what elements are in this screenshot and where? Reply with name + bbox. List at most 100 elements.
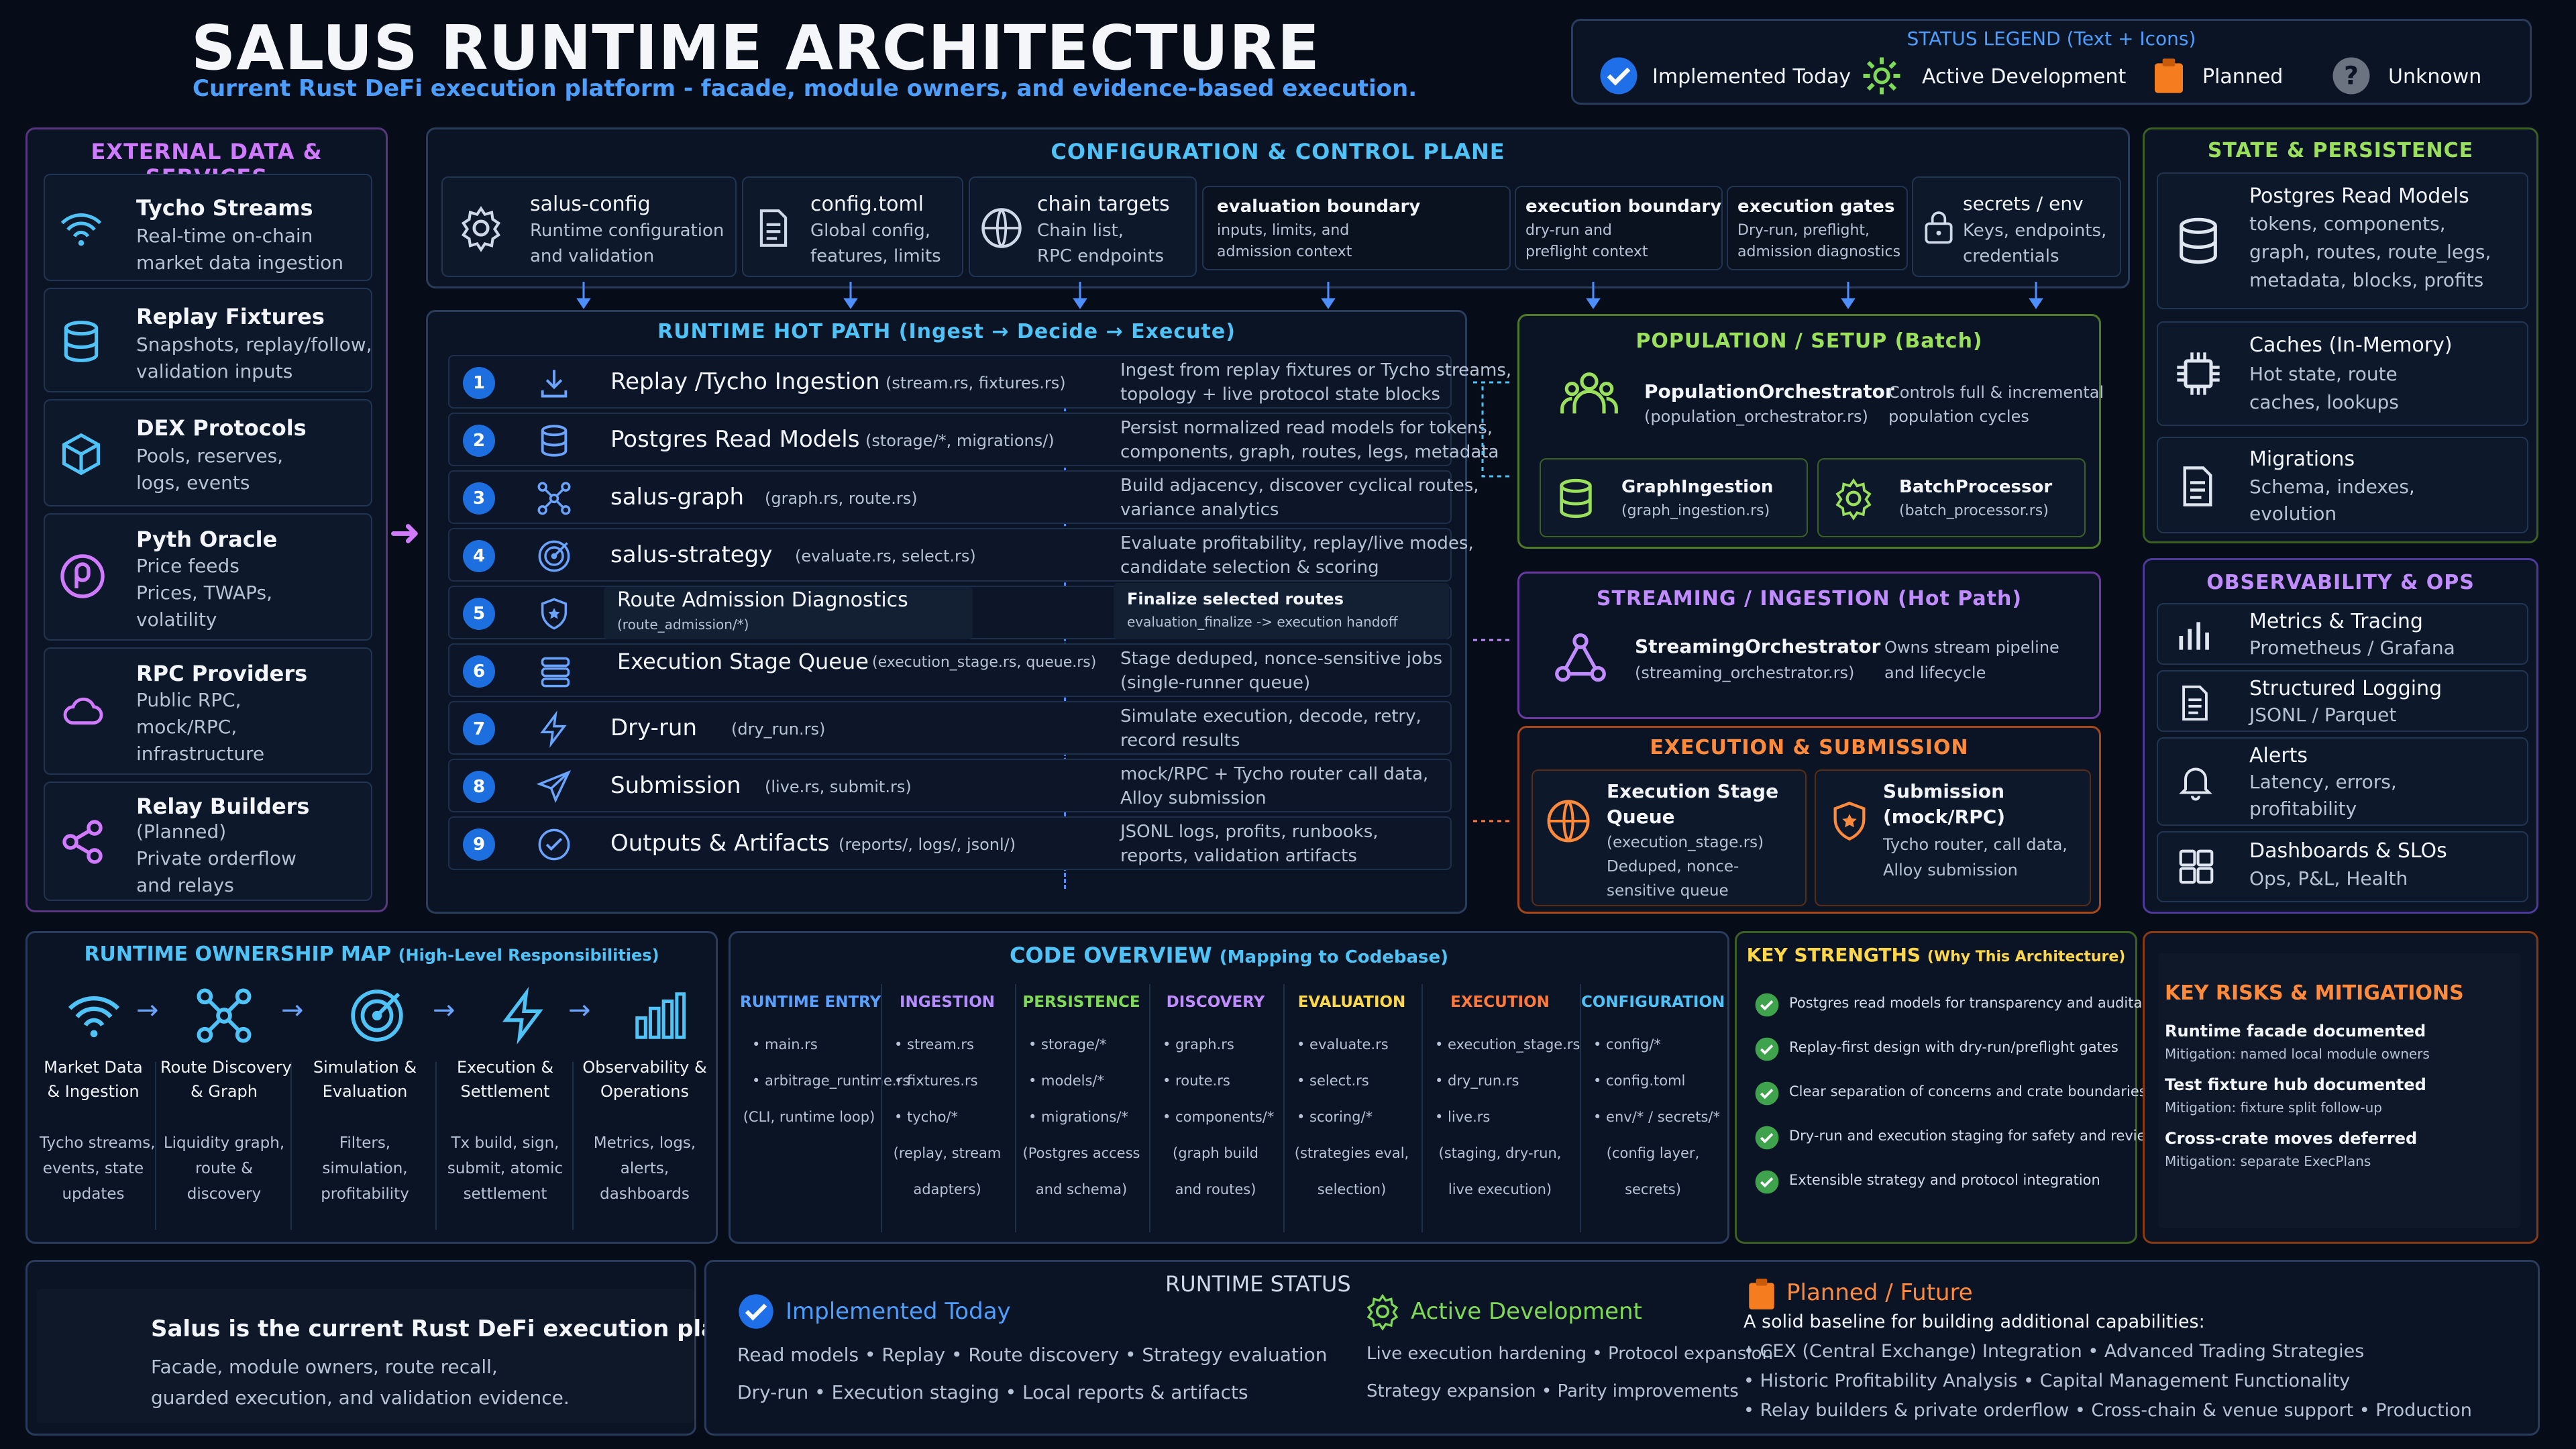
lock-icon [1920,205,1957,249]
external-item-desc: Pools, reserves, [136,445,284,467]
population-desc: population cycles [1888,407,2029,426]
ownership-panel: RUNTIME OWNERSHIP MAP (High-Level Respon… [25,931,718,1244]
bar-chart-icon [2174,615,2216,657]
external-item-name: Tycho Streams [136,195,313,221]
state-item-desc: tokens, components, [2249,213,2446,235]
arrow-right-icon: → [568,995,591,1026]
clipboard-icon [1745,1275,1778,1313]
hotpath-step: 9 Outputs & Artifacts (reports/, logs/, … [448,816,1452,870]
graph-ingestion-file: (graph_ingestion.rs) [1621,502,1770,519]
code-title-main: CODE OVERVIEW [1009,943,1212,968]
streaming-desc: Owns stream pipeline [1884,638,2059,657]
submission-card: Submission (mock/RPC) Tycho router, call… [1815,769,2091,906]
legend-implemented: Implemented Today [1652,65,1851,89]
step-files: (live.rs, submit.rs) [765,777,912,796]
lightning-icon [537,710,572,748]
code-column-line: • stream.rs [894,1036,974,1053]
page-title: SALUS RUNTIME ARCHITECTURE [191,12,1320,84]
ownership-title-main: RUNTIME OWNERSHIP MAP [84,943,392,966]
globe-icon [979,206,1024,250]
code-column-line: • main.rs [752,1036,818,1053]
step-files: (dry_run.rs) [731,720,826,739]
code-column-line: • arbitrage_runtime.rs [752,1073,910,1089]
step-files: (evaluate.rs, select.rs) [795,547,976,566]
obs-item: Metrics & Tracing Prometheus / Grafana [2157,603,2528,665]
step-desc: record results [1120,731,1240,751]
risks-panel: KEY RISKS & MITIGATIONS Runtime facade d… [2143,931,2538,1244]
ownership-desc: submit, atomic [447,1160,564,1177]
database-icon [58,319,104,364]
page-subtitle: Current Rust DeFi execution platform - f… [193,75,1417,102]
ownership-name: Simulation & [313,1058,417,1077]
shield-icon [537,595,572,633]
code-column: EVALUATION• evaluate.rs• select.rs• scor… [1283,984,1419,1232]
hotpath-step: 4 salus-strategy (evaluate.rs, select.rs… [448,528,1474,582]
check-circle-icon [537,827,572,862]
streaming-orchestrator-file: (streaming_orchestrator.rs) [1635,663,1855,682]
ownership-desc: Filters, [339,1134,391,1152]
status-planned-intro: A solid baseline for building additional… [1743,1311,2205,1332]
summary-panel: Salus is the current Rust DeFi execution… [25,1260,797,1436]
code-column-line: • migrations/* [1028,1109,1128,1125]
external-item-desc: market data ingestion [136,252,343,274]
step-number: 6 [463,655,495,688]
hotpath-panel: RUNTIME HOT PATH (Ingest → Decide → Exec… [426,310,1511,914]
config-item-name: salus-config [530,193,651,216]
step-files: (route_admission/*) [617,616,749,633]
code-column-line: secrets) [1625,1181,1681,1197]
ownership-desc: Metrics, logs, [593,1134,696,1152]
ownership-divider [572,1062,574,1230]
risk-mitigation: Mitigation: named local module owners [2165,1046,2430,1062]
step-desc: topology + live protocol state blocks [1120,384,1440,405]
legend-title: STATUS LEGEND (Text + Icons) [1907,28,2196,50]
state-item-name: Postgres Read Models [2249,184,2469,208]
config-item-desc: admission context [1217,244,1352,260]
status-planned-line: • Relay builders & private orderflow • C… [1743,1400,2472,1421]
runtime-status-panel: RUNTIME STATUS Implemented Today Read mo… [704,1260,2540,1436]
code-column-line: • route.rs [1163,1073,1230,1089]
code-column-line: (graph build [1173,1145,1258,1161]
external-item: RPC Providers Public RPC, mock/RPC, infr… [44,647,372,775]
shield-icon [1828,798,1871,845]
ownership-desc: simulation, [322,1160,408,1177]
step-number: 3 [463,482,495,515]
state-item-desc: Hot state, route [2249,363,2398,385]
users-icon [1557,364,1621,423]
ownership-name: Route Discovery [160,1058,292,1077]
code-column-head: PERSISTENCE [1022,994,1140,1011]
streaming-panel: STREAMING / INGESTION (Hot Path) Streami… [1517,572,2101,719]
obs-item-desc: profitability [2249,798,2357,820]
code-column: CONFIGURATION• config/*• config.toml• en… [1580,984,1725,1232]
step-number: 8 [463,771,495,803]
step-files: (execution_stage.rs, queue.rs) [872,654,1097,671]
external-item: Replay Fixtures Snapshots, replay/follow… [44,288,372,392]
step-desc: JSONL logs, profits, runbooks, [1120,822,1379,842]
observability-title: OBSERVABILITY & OPS [2206,571,2475,594]
code-column-head: EVALUATION [1297,994,1406,1011]
obs-item-name: Alerts [2249,744,2308,767]
step-number: 4 [463,540,495,572]
config-item-desc: Keys, endpoints, [1963,221,2107,241]
obs-item-desc: Ops, P&L, Health [2249,867,2408,890]
code-column-line: • models/* [1028,1073,1104,1089]
obs-item-desc: Prometheus / Grafana [2249,637,2455,659]
code-column-line: and schema) [1035,1181,1128,1197]
code-column-line: selection) [1317,1181,1387,1197]
code-column: DISCOVERY• graph.rs• route.rs• component… [1149,984,1281,1232]
target-icon [537,539,572,574]
config-item-desc: Chain list, [1037,221,1124,241]
step-desc: mock/RPC + Tycho router call data, [1120,764,1429,784]
code-column-line: • config/* [1593,1036,1661,1053]
step-desc: Build adjacency, discover cyclical route… [1120,476,1479,496]
strength-item: Clear separation of concerns and crate b… [1789,1083,2147,1099]
step-name: Execution Stage Queue [617,649,869,674]
code-column-head: EXECUTION [1450,994,1550,1011]
legend-active: Active Development [1922,65,2127,89]
config-item: chain targets Chain list, RPC endpoints [969,176,1197,277]
hotpath-step: 5 Route Admission Diagnostics (route_adm… [448,583,1452,639]
state-item: Migrations Schema, indexes, evolution [2157,437,2528,533]
ownership-name: & Graph [191,1082,258,1101]
population-orchestrator: PopulationOrchestrator [1644,380,1894,402]
ownership-divider [155,1062,156,1230]
code-column-line: • dry_run.rs [1435,1073,1519,1089]
